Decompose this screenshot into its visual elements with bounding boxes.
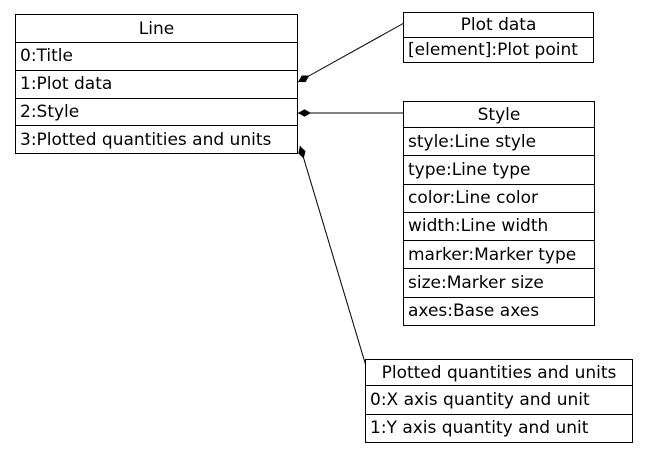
node-style-title: Style — [404, 102, 594, 128]
edge-line-to-plotted — [298, 145, 367, 367]
node-style-row-axes: axes:Base axes — [408, 301, 540, 322]
node-plot-data: Plot data [element]:Plot point — [403, 12, 594, 63]
node-style-row-marker: marker:Marker type — [404, 241, 594, 270]
node-line-row-plotted: 3:Plotted quantities and units — [20, 129, 272, 150]
edge-line-to-plot-data — [297, 22, 405, 83]
node-plotted-quantities: Plotted quantities and units 0:X axis qu… — [365, 359, 633, 443]
node-style-row-color: color:Line color — [404, 185, 594, 213]
node-style-row-type: type:Line type — [404, 156, 594, 185]
node-plot-data-title: Plot data — [404, 13, 593, 38]
node-line-row-style: 2:Style — [16, 99, 297, 127]
node-plotted-row-y-axis: 1:Y axis quantity and unit — [370, 418, 589, 439]
node-style-row-style: style:Line style — [404, 128, 594, 157]
node-style-row-width: width:Line width — [404, 213, 594, 242]
node-line-row-title: 0:Title — [16, 43, 297, 71]
node-plotted-row-x-axis: 0:X axis quantity and unit — [366, 386, 632, 415]
node-line-title: Line — [16, 15, 297, 43]
node-style-row-size: size:Marker size — [404, 269, 594, 298]
node-line-row-plot-data: 1:Plot data — [16, 71, 297, 99]
node-plot-data-row-element: [element]:Plot point — [408, 40, 578, 60]
node-style: Style style:Line style type:Line type co… — [403, 101, 595, 326]
node-plotted-quantities-title: Plotted quantities and units — [366, 360, 632, 386]
node-line: Line 0:Title 1:Plot data 2:Style 3:Plott… — [15, 14, 298, 154]
